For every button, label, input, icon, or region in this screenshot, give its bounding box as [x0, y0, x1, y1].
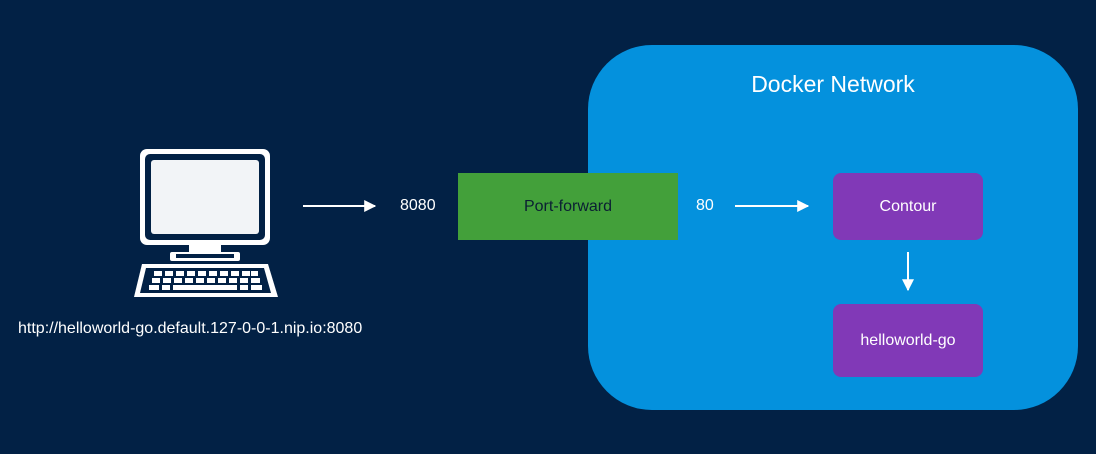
docker-network-title: Docker Network — [751, 71, 915, 97]
target-port-label: 80 — [696, 197, 714, 214]
helloworld-go-box: helloworld-go — [833, 304, 983, 377]
client-url: http://helloworld-go.default.127-0-0-1.n… — [18, 320, 363, 337]
desktop-computer-icon — [134, 149, 278, 297]
host-port-label: 8080 — [400, 197, 436, 214]
port-forward-label: Port-forward — [523, 197, 613, 215]
port-forward-box: Port-forward — [458, 173, 678, 240]
contour-label: Contour — [879, 197, 937, 215]
helloworld-go-label: helloworld-go — [860, 331, 956, 349]
contour-box: Contour — [833, 173, 983, 240]
